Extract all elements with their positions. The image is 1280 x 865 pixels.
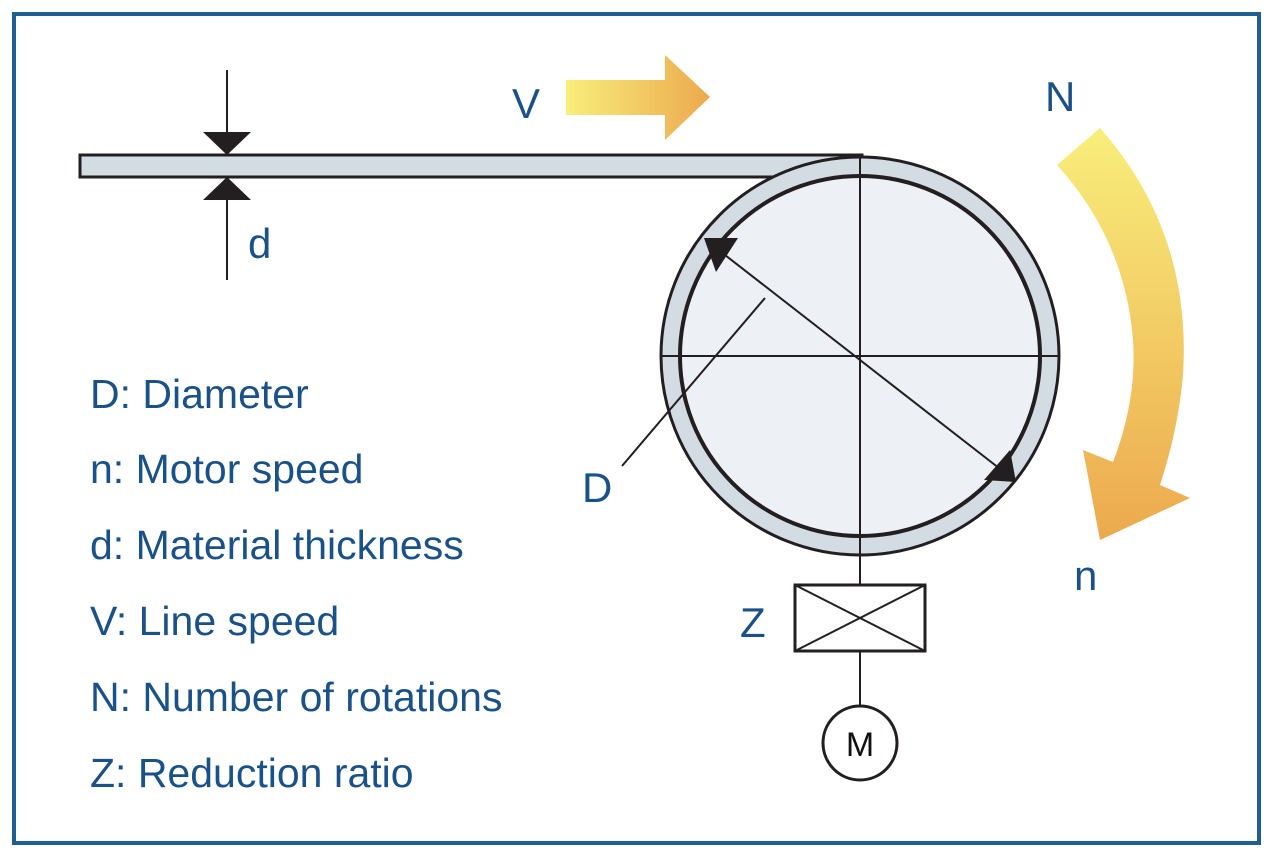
legend-item-number-of-rotations: N: Number of rotations: [90, 674, 502, 720]
diameter-line: [715, 247, 1005, 473]
motor-label: M: [846, 726, 874, 764]
thickness-arrowhead-top: [203, 132, 251, 155]
label-d: d: [248, 220, 271, 267]
legend: D: Diameter n: Motor speed d: Material t…: [90, 371, 502, 796]
legend-item-reduction-ratio: Z: Reduction ratio: [90, 750, 414, 796]
legend-item-line-speed: V: Line speed: [90, 598, 339, 644]
diameter-arrowhead-top: [704, 238, 738, 272]
line-speed-arrow-icon: [566, 55, 710, 140]
rotation-arrow-icon: [1057, 128, 1190, 540]
material-strip: [78, 153, 864, 179]
label-N: N: [1045, 73, 1075, 120]
diameter-arrowhead-bottom: [984, 450, 1016, 482]
diameter-leader: [621, 297, 766, 467]
legend-item-material-thickness: d: Material thickness: [90, 522, 464, 568]
thickness-arrowhead-bottom: [203, 177, 251, 200]
diagram-frame: [12, 12, 1261, 845]
label-D: D: [582, 464, 612, 511]
label-n-small: n: [1074, 552, 1097, 599]
legend-item-motor-speed: n: Motor speed: [90, 446, 364, 492]
gearbox-symbol-icon: [793, 583, 927, 653]
legend-item-diameter: D: Diameter: [90, 371, 309, 417]
motor-symbol-icon: M: [821, 704, 899, 782]
label-v: V: [512, 80, 540, 127]
label-Z: Z: [740, 599, 766, 646]
